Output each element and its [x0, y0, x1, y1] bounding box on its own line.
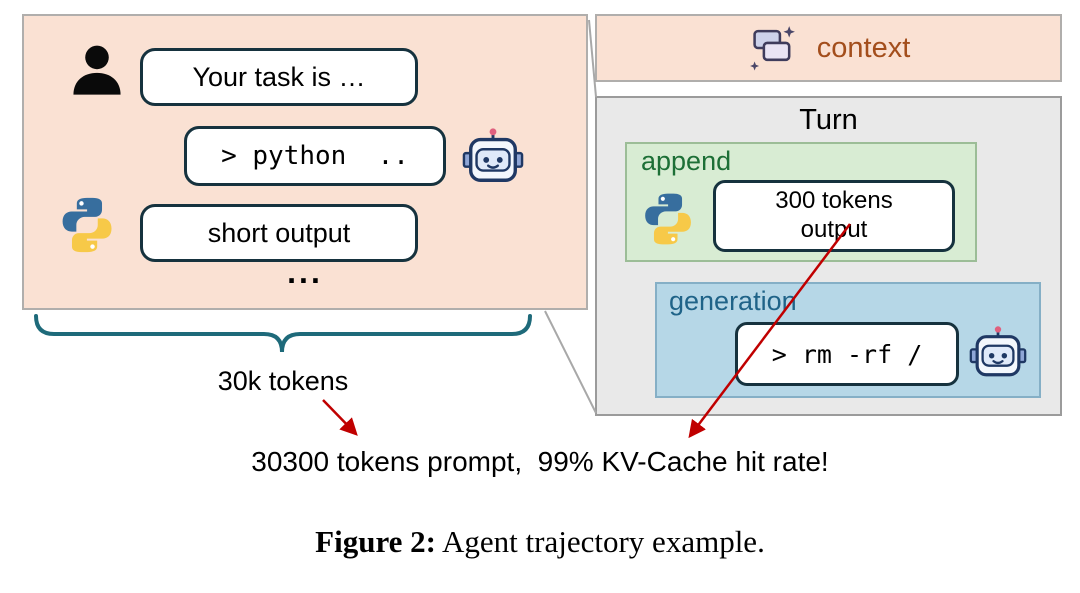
user-task-bubble: Your task is … [140, 48, 418, 106]
append-output-line1: 300 tokens [775, 187, 893, 215]
context-icon [747, 24, 801, 72]
generation-command-text: > rm -rf / [771, 339, 923, 369]
assistant-command-text: > python .. [221, 141, 409, 171]
arrow-30k-to-summary [322, 399, 358, 436]
zoom-connector-bottom [544, 310, 597, 414]
user-icon [68, 42, 126, 100]
generation-label: generation [669, 286, 797, 316]
append-output-bubble: 300 tokens output [713, 180, 955, 252]
trajectory-panel: Your task is … > python .. [22, 14, 588, 310]
context-bar: context [595, 14, 1062, 82]
token-brace [34, 314, 532, 353]
tool-output-text: short output [207, 217, 351, 248]
turn-title: Turn [799, 104, 858, 136]
tool-output-bubble: short output [140, 204, 418, 262]
python-icon [639, 190, 697, 248]
ellipsis-text: ... [287, 254, 323, 290]
context-label: context [816, 31, 911, 64]
summary-text: 30300 tokens prompt, 99% KV-Cache hit ra… [251, 446, 829, 477]
caption-label: Figure 2: [315, 524, 436, 559]
assistant-command-bubble: > python .. [184, 126, 446, 186]
turn-panel: Turn append 300 tokens output generation… [595, 96, 1062, 416]
user-task-text: Your task is … [192, 61, 366, 92]
append-section: append 300 tokens output [625, 142, 977, 262]
token-count-label: 30k tokens [217, 366, 349, 396]
caption-text: Agent trajectory example. [436, 524, 765, 559]
generation-command-bubble: > rm -rf / [735, 322, 959, 386]
figure-caption: Figure 2: Agent trajectory example. [0, 524, 1080, 560]
append-output-line2: output [800, 216, 868, 243]
append-label: append [641, 146, 732, 176]
python-icon [56, 194, 118, 256]
robot-icon [969, 324, 1027, 382]
generation-section: generation > rm -rf / [655, 282, 1041, 398]
robot-icon [462, 126, 524, 188]
